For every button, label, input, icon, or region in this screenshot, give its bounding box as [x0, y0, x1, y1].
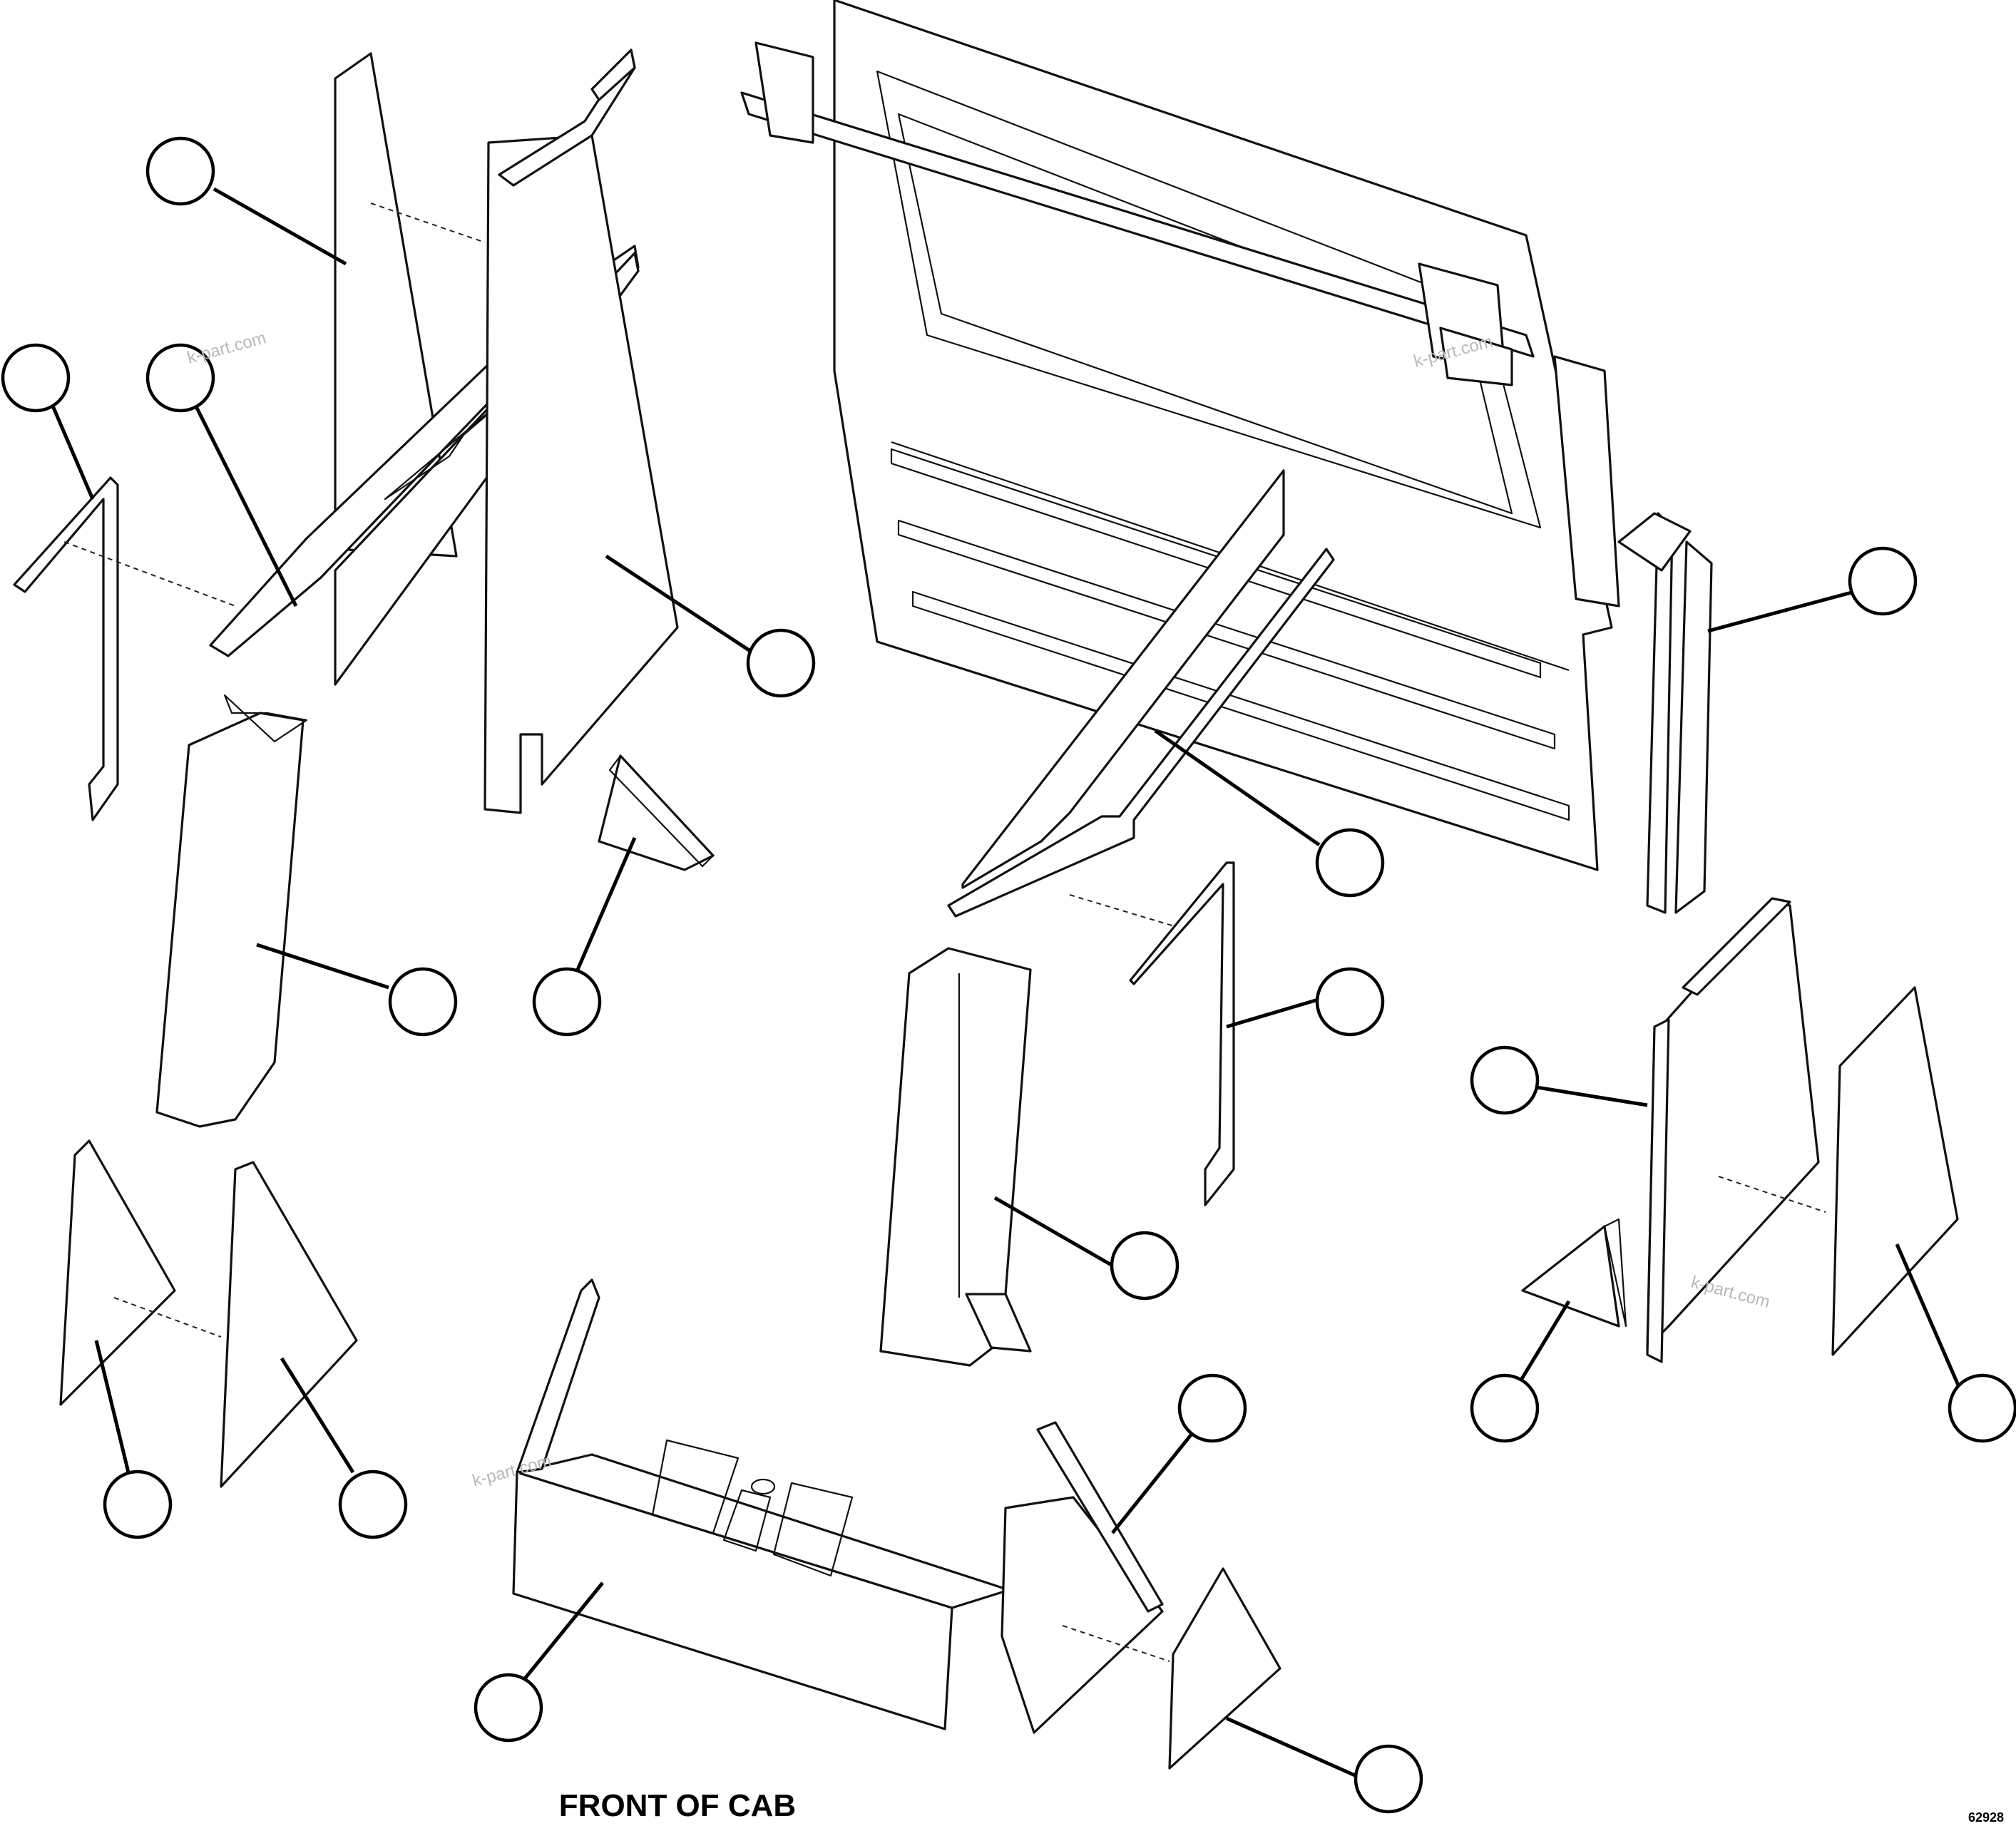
right-vertical-channel: [1617, 512, 1713, 914]
callout-c16: [1948, 1373, 2016, 1443]
callout-c2: [1, 343, 71, 413]
side-window-right: [1831, 986, 1959, 1356]
callout-c3: [145, 343, 215, 413]
triangle-block: [598, 754, 715, 871]
side-panel-front-right: [1001, 1421, 1170, 1734]
callout-c9: [474, 1673, 543, 1743]
side-window-front-right: [1168, 1567, 1281, 1770]
watermark-4: k-part.com: [1689, 1273, 1771, 1312]
callout-c8: [338, 1469, 408, 1539]
callout-c7: [103, 1469, 173, 1539]
cross-member-center: [947, 469, 1335, 928]
side-panel-left-inner: [113, 1161, 358, 1488]
side-panel-left-outer: [59, 1139, 176, 1406]
callout-c10: [1110, 1231, 1180, 1301]
right-back-panel: [1646, 897, 1826, 1363]
back-panel: [483, 48, 679, 814]
corner-post-left: [155, 694, 308, 1128]
callout-circles: [1, 136, 2016, 1814]
callout-c17: [1177, 1373, 1247, 1443]
drawing-number: 62928: [1968, 1810, 2004, 1825]
rear-window-frame: [740, 0, 1620, 871]
callout-c4: [746, 628, 816, 698]
front-of-cab-label: FRONT OF CAB: [559, 1788, 796, 1823]
callout-c15: [1470, 1373, 1540, 1443]
callout-c12: [1315, 828, 1385, 898]
callout-c13: [1848, 546, 1918, 616]
j-channel-center: [1129, 861, 1235, 1206]
watermark-1: k-part.com: [185, 328, 268, 367]
callout-c6: [532, 967, 602, 1037]
j-channel-left: [13, 476, 236, 821]
front-console: [512, 1278, 1010, 1730]
corner-post-center: [879, 947, 1032, 1367]
callout-c18: [1354, 1744, 1423, 1814]
callout-c11: [1315, 967, 1385, 1037]
callout-c14: [1470, 1045, 1540, 1115]
callout-c5: [388, 967, 458, 1037]
triangle-block-right: [1521, 1218, 1627, 1328]
callout-c1: [145, 136, 215, 206]
